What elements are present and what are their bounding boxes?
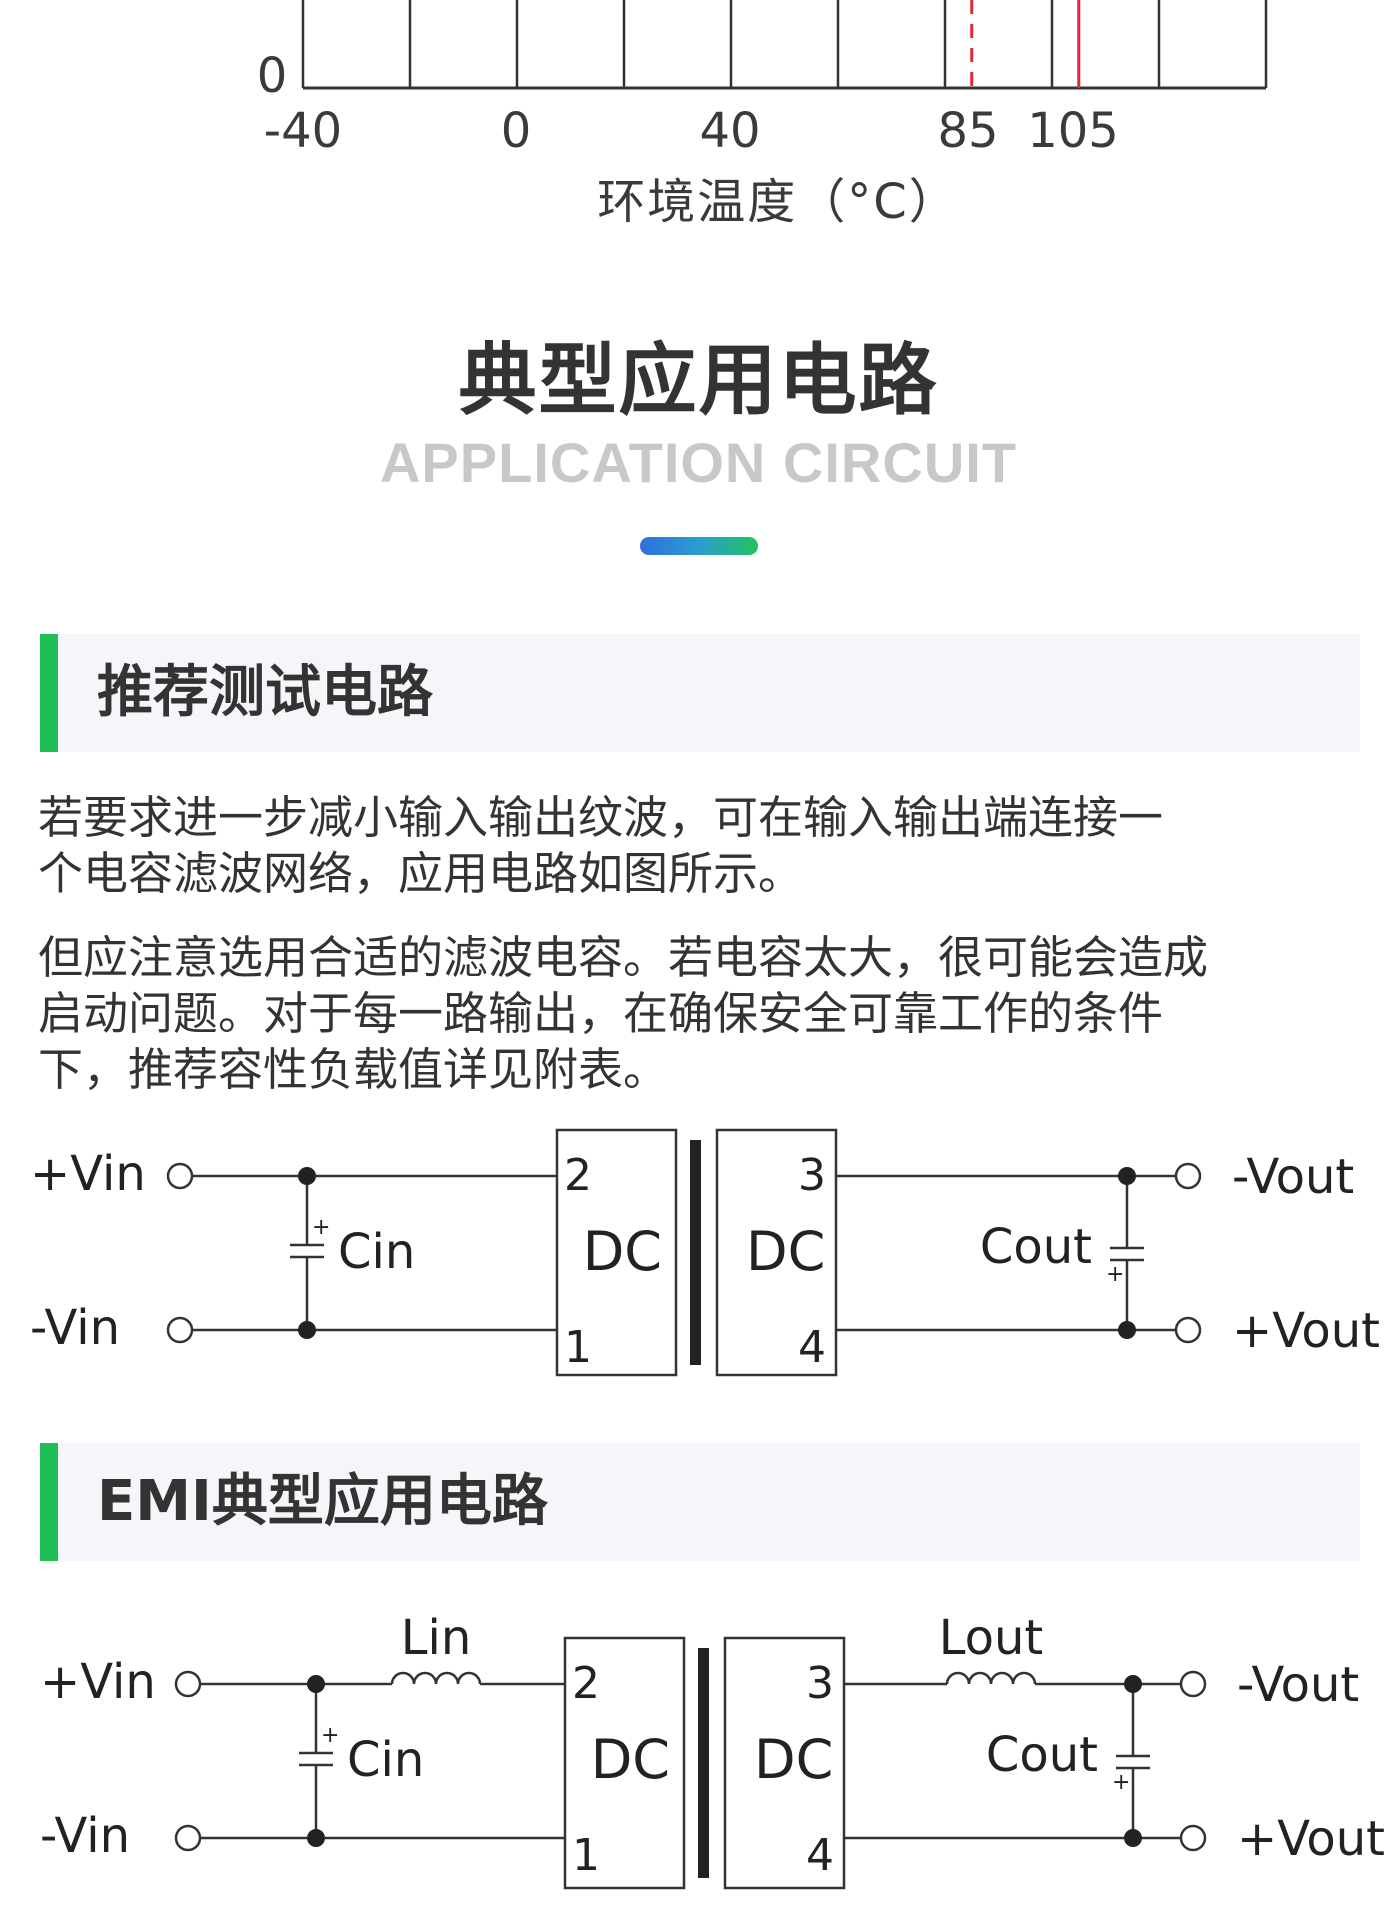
x-axis-label: 环境温度（°C） [597, 174, 959, 230]
dc-block-label: DC [746, 1220, 825, 1283]
section-subtitle: APPLICATION CIRCUIT [379, 431, 1018, 494]
pin-label: 3 [806, 1658, 834, 1709]
x-tick-label: -40 [264, 103, 342, 159]
terminal-label-vout-neg: -Vout [1232, 1149, 1354, 1205]
terminal-label-vin-neg: -Vin [40, 1808, 130, 1864]
x-tick-label: 40 [699, 103, 760, 159]
pin-label: 1 [572, 1830, 600, 1881]
chart-grid [301, 0, 1268, 90]
pin-label: 3 [798, 1150, 826, 1201]
inductor-label-lin: Lin [401, 1610, 472, 1666]
paragraph-line: 下，推荐容性负载值详见附表。 [38, 1043, 669, 1096]
pin-label: 2 [572, 1658, 600, 1709]
heading-accent-bar [40, 1443, 58, 1561]
polarity-plus-mark: + [321, 1723, 339, 1748]
capacitor-label-cout: Cout [986, 1727, 1098, 1783]
dc-block-label: DC [583, 1220, 662, 1283]
paragraph-line: 但应注意选用合适的滤波电容。若电容太大，很可能会造成 [38, 931, 1209, 984]
terminal-label-vout-neg: -Vout [1237, 1657, 1359, 1713]
y-tick-label: 0 [257, 48, 288, 104]
subsection-heading-label: 推荐测试电路 [97, 660, 433, 725]
x-tick-label: 105 [1027, 103, 1119, 159]
heading-accent-bar [40, 634, 58, 752]
terminal-label-vout-pos: +Vout [1232, 1303, 1380, 1359]
chart-markers [970, 0, 1081, 88]
capacitor-label-cin: Cin [338, 1224, 415, 1280]
paragraph-intro: 若要求进一步减小输入输出纹波，可在输入输出端连接一 个电容滤波网络，应用电路如图… [38, 790, 1368, 902]
pin-label: 1 [564, 1322, 592, 1373]
terminal-label-vout-pos: +Vout [1237, 1811, 1385, 1867]
emi-circuit-diagram: + + +Vin -Vin Lin Cin 2 1 3 4 DC DC Lout… [40, 1610, 1385, 1890]
section-title: 典型应用电路 [458, 336, 939, 426]
paragraph-line: 若要求进一步减小输入输出纹波，可在输入输出端连接一 [38, 791, 1164, 844]
pin-label: 4 [806, 1830, 834, 1881]
polarity-plus-mark: + [1106, 1262, 1124, 1287]
terminal-label-vin-pos: +Vin [30, 1146, 146, 1202]
subsection-heading-emi-circuit: EMI典型应用电路 [40, 1443, 1360, 1561]
paragraph-caution: 但应注意选用合适的滤波电容。若电容太大，很可能会造成 启动问题。对于每一路输出，… [38, 930, 1368, 1098]
terminal-label-vin-pos: +Vin [40, 1654, 156, 1710]
capacitor-label-cout: Cout [980, 1219, 1092, 1275]
terminal-label-vin-neg: -Vin [30, 1300, 120, 1356]
polarity-plus-mark: + [312, 1215, 330, 1240]
inductor-label-lout: Lout [939, 1610, 1044, 1666]
paragraph-line: 个电容滤波网络，应用电路如图所示。 [38, 847, 804, 900]
dc-block-label: DC [754, 1728, 833, 1791]
title-underline [640, 537, 758, 555]
x-tick-label: 0 [501, 103, 532, 159]
pin-label: 2 [564, 1150, 592, 1201]
paragraph-line: 启动问题。对于每一路输出，在确保安全可靠工作的条件 [38, 987, 1164, 1040]
derating-chart: 0 -40 0 40 85 105 环境温度（°C） [257, 0, 1268, 230]
subsection-heading-label: EMI典型应用电路 [97, 1469, 548, 1534]
subsection-heading-test-circuit: 推荐测试电路 [40, 634, 1360, 752]
x-tick-label: 85 [937, 103, 998, 159]
pin-label: 4 [798, 1322, 826, 1373]
test-circuit-diagram: + + +Vin -Vin Cin 2 1 3 4 DC DC Cout -Vo… [30, 1128, 1380, 1377]
dc-block-label: DC [591, 1728, 670, 1791]
capacitor-label-cin: Cin [347, 1732, 424, 1788]
polarity-plus-mark: + [1112, 1770, 1130, 1795]
